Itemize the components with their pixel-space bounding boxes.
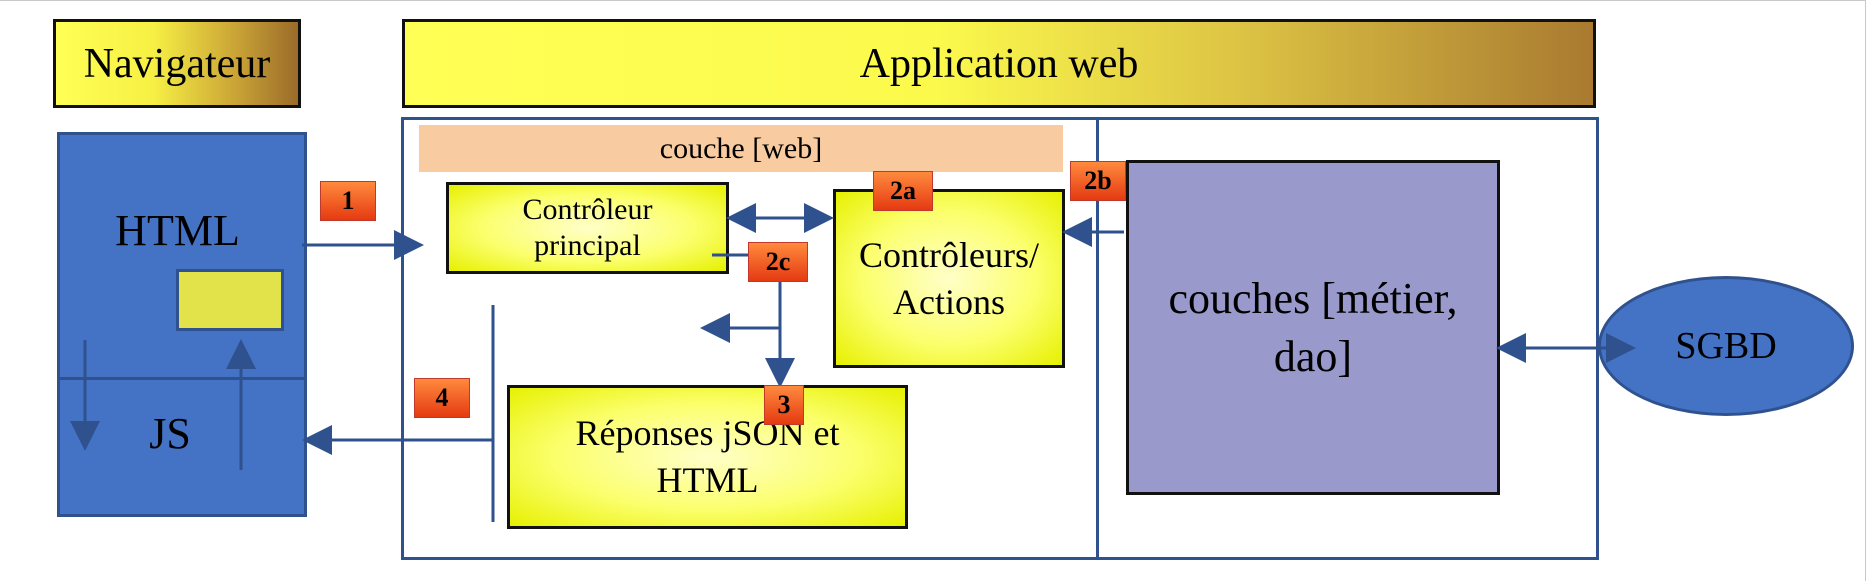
navigateur-label: Navigateur (83, 40, 271, 87)
reponses-box: Réponses jSON et HTML (507, 385, 908, 529)
controleurs-actions-box: Contrôleurs/ Actions (833, 189, 1065, 368)
application-web-label: Application web (859, 40, 1139, 87)
step-2a-badge: 2a (873, 171, 933, 211)
couche-web-label: couche [web] (659, 131, 823, 165)
couches-metier-dao-label: couches [métier, dao] (1168, 274, 1458, 381)
couches-metier-dao-box: couches [métier, dao] (1126, 160, 1500, 495)
controleur-principal-box: Contrôleur principal (446, 182, 729, 274)
application-web-header: Application web (402, 19, 1596, 108)
controleur-principal-label: Contrôleur principal (522, 193, 653, 262)
step-1-badge: 1 (320, 181, 376, 221)
sgbd-ellipse: SGBD (1598, 276, 1854, 416)
navigateur-header: Navigateur (53, 19, 301, 108)
step-4-badge: 4 (414, 378, 470, 418)
step-2c-badge: 2c (748, 242, 808, 282)
business-layer-region (1096, 117, 1599, 560)
dom-element-box (176, 269, 284, 331)
step-3-badge: 3 (764, 385, 804, 425)
js-label: JS (149, 408, 191, 458)
couche-web-band: couche [web] (419, 125, 1063, 172)
step-2b-badge: 2b (1070, 161, 1126, 201)
controleurs-actions-label: Contrôleurs/ Actions (859, 234, 1039, 322)
html-label: HTML (115, 205, 240, 255)
sgbd-label: SGBD (1675, 325, 1777, 367)
browser-divider (60, 377, 304, 380)
